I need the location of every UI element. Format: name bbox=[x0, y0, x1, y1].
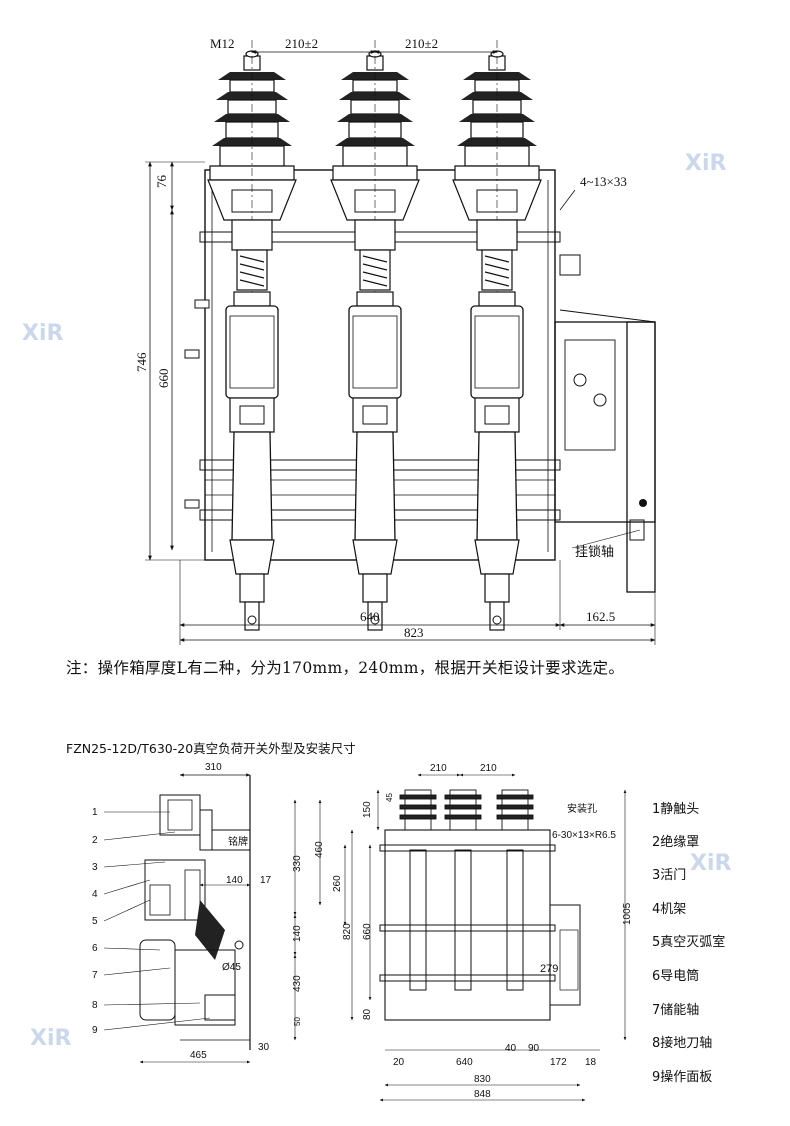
front-d18: 18 bbox=[585, 1057, 597, 1068]
callout-6: 6 bbox=[92, 943, 98, 954]
side-phi45: Ø45 bbox=[222, 962, 241, 973]
front-d830: 830 bbox=[474, 1074, 491, 1085]
label-h660: 660 bbox=[156, 369, 171, 389]
label-h746: 746 bbox=[134, 352, 149, 372]
callout-1: 1 bbox=[92, 807, 98, 818]
label-pitch-2: 210±2 bbox=[405, 36, 438, 51]
side-d140: 140 bbox=[226, 875, 243, 886]
label-lock-shaft: 挂锁轴 bbox=[575, 544, 614, 560]
label-m12: M12 bbox=[210, 36, 235, 51]
watermark-logo: XiR bbox=[685, 151, 727, 176]
label-w640: 640 bbox=[360, 609, 380, 624]
front-mount-hole: 安装孔 bbox=[567, 802, 597, 815]
side-d30: 30 bbox=[258, 1042, 270, 1053]
front-d45: 45 bbox=[385, 793, 394, 802]
bottom-front-view: 210 210 279 安装孔 6-30×13×R6.5 150 45 260 … bbox=[332, 763, 633, 1102]
legend-item: 3活门 bbox=[652, 868, 687, 883]
front-d40: 40 bbox=[505, 1043, 517, 1054]
callout-5: 5 bbox=[92, 916, 98, 927]
callout-9: 9 bbox=[92, 1025, 98, 1036]
watermark-logo: XiR bbox=[30, 1026, 72, 1051]
label-h76: 76 bbox=[154, 175, 169, 189]
front-d848: 848 bbox=[474, 1089, 491, 1100]
front-d20: 20 bbox=[393, 1057, 405, 1068]
legend-item: 6导电筒 bbox=[652, 969, 700, 984]
side-d50: 50 bbox=[293, 1017, 302, 1026]
front-d90: 90 bbox=[528, 1043, 540, 1054]
callout-3: 3 bbox=[92, 862, 98, 873]
label-w162: 162.5 bbox=[586, 609, 615, 624]
callout-7: 7 bbox=[92, 970, 98, 981]
front-d172: 172 bbox=[550, 1057, 567, 1068]
front-d260: 260 bbox=[332, 875, 343, 892]
front-d150: 150 bbox=[362, 801, 373, 818]
front-p210a: 210 bbox=[430, 763, 447, 774]
bottom-side-view: 310 铭牌 1 2 3 4 5 6 bbox=[92, 762, 325, 1064]
front-p210b: 210 bbox=[480, 763, 497, 774]
side-w310: 310 bbox=[205, 762, 222, 773]
callout-2: 2 bbox=[92, 835, 98, 846]
callout-lines bbox=[103, 811, 211, 1031]
callout-4: 4 bbox=[92, 889, 98, 900]
side-d17: 17 bbox=[260, 875, 272, 886]
legend-item: 1静触头 bbox=[652, 802, 700, 817]
label-hole: 4~13×33 bbox=[580, 174, 627, 189]
legend-item: 4机架 bbox=[652, 902, 687, 917]
legend-item: 8接地刀轴 bbox=[652, 1036, 713, 1051]
side-d140b: 140 bbox=[292, 925, 303, 942]
side-d465: 465 bbox=[190, 1050, 207, 1061]
callout-8: 8 bbox=[92, 1000, 98, 1011]
side-d460: 460 bbox=[314, 841, 325, 858]
legend-item: 2绝缘罩 bbox=[652, 835, 700, 850]
watermark-logo: XiR bbox=[690, 851, 732, 876]
front-d640: 640 bbox=[456, 1057, 473, 1068]
front-d660: 660 bbox=[362, 923, 373, 940]
side-d430: 430 bbox=[292, 975, 303, 992]
footnote: 注：操作箱厚度L有二种，分为170mm，240mm，根据开关柜设计要求选定。 bbox=[66, 659, 625, 677]
drawing-title: FZN25-12D/T630-20真空负荷开关外型及安装尺寸 bbox=[66, 741, 356, 756]
legend-item: 5真空灭弧室 bbox=[652, 935, 726, 950]
label-pitch-1: 210±2 bbox=[285, 36, 318, 51]
front-insulators bbox=[399, 789, 534, 831]
front-d80: 80 bbox=[362, 1008, 373, 1020]
watermark-logo: XiR bbox=[22, 321, 64, 346]
front-d279: 279 bbox=[540, 963, 558, 975]
side-d330: 330 bbox=[292, 855, 303, 872]
front-d820: 820 bbox=[342, 923, 353, 940]
legend-item: 9操作面板 bbox=[652, 1070, 713, 1085]
side-nameplate: 铭牌 bbox=[228, 835, 248, 848]
label-w823: 823 bbox=[404, 625, 424, 640]
watermarks: XiR XiR XiR XiR bbox=[22, 151, 732, 1051]
front-mount-spec: 6-30×13×R6.5 bbox=[552, 830, 616, 841]
legend-item: 7储能轴 bbox=[652, 1003, 700, 1018]
top-front-view: M12 210±2 210±2 4~13×33 76 746 660 640 1… bbox=[134, 36, 656, 645]
front-d1005: 1005 bbox=[622, 902, 633, 925]
